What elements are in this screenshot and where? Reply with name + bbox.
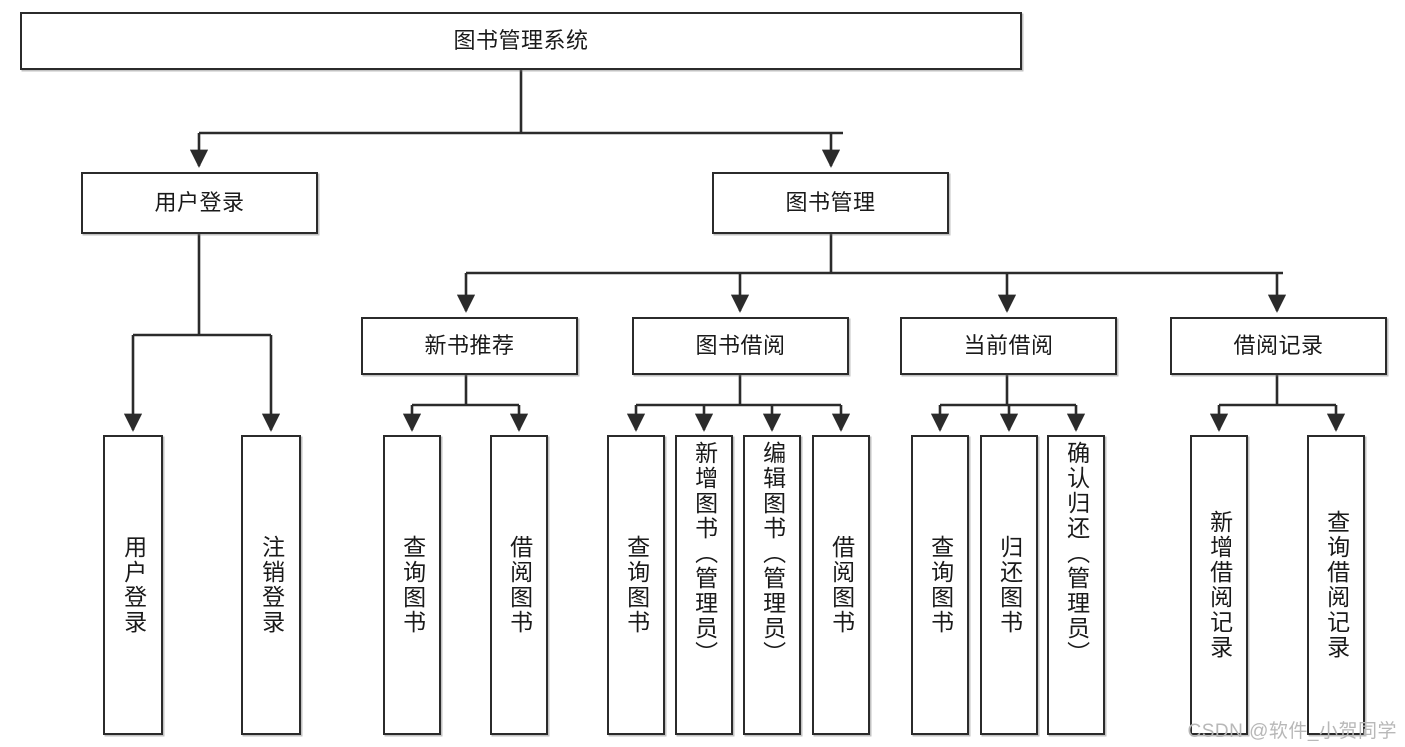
node-new-book-recommend[interactable]: 新书推荐 bbox=[361, 317, 578, 375]
node-leaf-return-book-label: 归还图书 bbox=[996, 535, 1023, 635]
node-current-borrow[interactable]: 当前借阅 bbox=[900, 317, 1117, 375]
node-book-borrow-label: 图书借阅 bbox=[695, 332, 786, 358]
node-leaf-return-book[interactable]: 归还图书 bbox=[980, 435, 1038, 735]
node-leaf-user-login-label: 用户登录 bbox=[120, 535, 147, 635]
node-leaf-query-book-3-label: 查询图书 bbox=[927, 535, 954, 635]
node-leaf-edit-book[interactable]: 编辑图书（管理员） bbox=[743, 435, 801, 735]
node-leaf-user-login[interactable]: 用户登录 bbox=[103, 435, 163, 735]
node-leaf-confirm-return[interactable]: 确认归还（管理员） bbox=[1047, 435, 1105, 735]
node-user-login-label: 用户登录 bbox=[154, 189, 245, 215]
node-book-manage-label: 图书管理 bbox=[785, 189, 876, 215]
watermark-text: CSDN @软件_小贺同学 bbox=[1187, 721, 1397, 742]
node-leaf-logout[interactable]: 注销登录 bbox=[241, 435, 301, 735]
node-borrow-record[interactable]: 借阅记录 bbox=[1170, 317, 1387, 375]
node-current-borrow-label: 当前借阅 bbox=[963, 332, 1054, 358]
node-leaf-borrow-book-1[interactable]: 借阅图书 bbox=[490, 435, 548, 735]
node-leaf-query-record[interactable]: 查询借阅记录 bbox=[1307, 435, 1365, 735]
node-leaf-confirm-return-label: 确认归还（管理员） bbox=[1063, 441, 1090, 666]
node-leaf-add-book[interactable]: 新增图书（管理员） bbox=[675, 435, 733, 735]
node-new-book-recommend-label: 新书推荐 bbox=[424, 332, 515, 358]
node-leaf-borrow-book-2[interactable]: 借阅图书 bbox=[812, 435, 870, 735]
node-leaf-query-book-2-label: 查询图书 bbox=[623, 535, 650, 635]
node-root[interactable]: 图书管理系统 bbox=[20, 12, 1022, 70]
node-book-manage[interactable]: 图书管理 bbox=[712, 172, 949, 234]
node-leaf-query-record-label: 查询借阅记录 bbox=[1323, 510, 1350, 660]
node-leaf-add-book-label: 新增图书（管理员） bbox=[691, 441, 718, 666]
node-leaf-logout-label: 注销登录 bbox=[258, 535, 285, 635]
node-book-borrow[interactable]: 图书借阅 bbox=[632, 317, 849, 375]
node-borrow-record-label: 借阅记录 bbox=[1233, 332, 1324, 358]
node-leaf-query-book-2[interactable]: 查询图书 bbox=[607, 435, 665, 735]
node-leaf-query-book-1-label: 查询图书 bbox=[399, 535, 426, 635]
node-leaf-add-record[interactable]: 新增借阅记录 bbox=[1190, 435, 1248, 735]
node-leaf-edit-book-label: 编辑图书（管理员） bbox=[759, 441, 786, 666]
node-leaf-query-book-3[interactable]: 查询图书 bbox=[911, 435, 969, 735]
node-leaf-add-record-label: 新增借阅记录 bbox=[1206, 510, 1233, 660]
node-root-label: 图书管理系统 bbox=[453, 27, 589, 53]
node-leaf-borrow-book-2-label: 借阅图书 bbox=[828, 535, 855, 635]
node-user-login[interactable]: 用户登录 bbox=[81, 172, 318, 234]
node-leaf-borrow-book-1-label: 借阅图书 bbox=[506, 535, 533, 635]
node-leaf-query-book-1[interactable]: 查询图书 bbox=[383, 435, 441, 735]
